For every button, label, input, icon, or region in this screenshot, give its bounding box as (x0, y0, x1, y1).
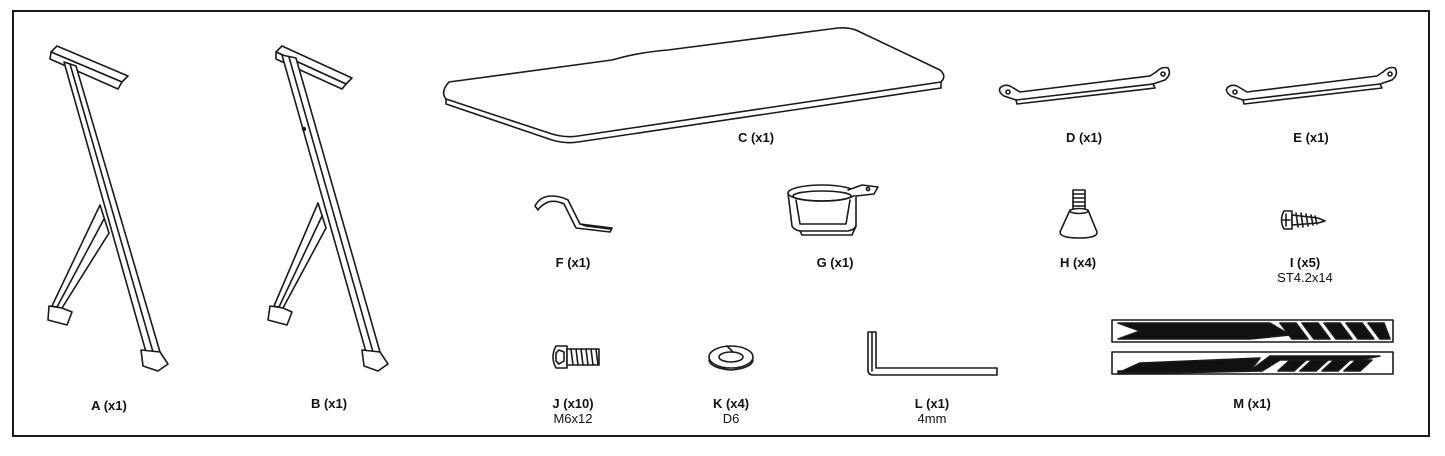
allen-key-icon (867, 331, 998, 376)
part-h-label: H (x4) (1059, 255, 1097, 270)
part-j-spec: M6x12 (553, 411, 593, 426)
part-k-spec: D6 (722, 411, 740, 426)
part-f-caption: F (x1) (556, 255, 591, 270)
part-l-label: L (x1) (914, 396, 950, 411)
part-a-label: A (x1) (91, 398, 127, 413)
part-m-caption: M (x1) (1233, 396, 1271, 411)
part-i-caption: I (x5) ST4.2x14 (1277, 255, 1333, 285)
part-d-label: D (x1) (1065, 130, 1103, 145)
headphone-hook-icon (534, 195, 613, 233)
wood-screw-icon (1280, 210, 1326, 230)
support-bar-icon (1225, 66, 1398, 105)
part-c-caption: C (x1) (738, 130, 774, 145)
part-l-caption: L (x1) 4mm (915, 396, 949, 426)
part-c-label: C (x1) (737, 130, 775, 145)
part-b-label: B (x1) (310, 396, 348, 411)
part-i-label: I (x5) (1289, 255, 1321, 270)
part-f-label: F (x1) (555, 255, 591, 270)
part-k-label: K (x4) (712, 396, 750, 411)
part-a-caption: A (x1) (91, 398, 127, 413)
leveling-foot-icon (1059, 189, 1098, 239)
spring-washer-icon (708, 345, 754, 371)
part-h-caption: H (x4) (1060, 255, 1096, 270)
part-i-spec: ST4.2x14 (1277, 270, 1333, 285)
part-l-spec: 4mm (917, 411, 947, 426)
desktop-board-icon (442, 27, 945, 144)
support-bar-icon (998, 66, 1171, 105)
part-g-caption: G (x1) (817, 255, 854, 270)
decal-stickers-icon (1111, 319, 1394, 375)
cup-holder-icon (787, 184, 879, 236)
part-b-caption: B (x1) (311, 396, 347, 411)
part-j-label: J (x10) (552, 396, 594, 411)
part-g-label: G (x1) (816, 255, 854, 270)
x-leg-left-icon (47, 45, 169, 372)
hex-bolt-icon (552, 345, 600, 369)
x-leg-right-icon (267, 45, 389, 372)
part-e-caption: E (x1) (1293, 130, 1328, 145)
part-j-caption: J (x10) M6x12 (552, 396, 593, 426)
part-d-caption: D (x1) (1066, 130, 1102, 145)
part-k-caption: K (x4) D6 (713, 396, 749, 426)
part-e-label: E (x1) (1293, 130, 1329, 145)
parts-list-frame (12, 10, 1430, 437)
part-m-label: M (x1) (1233, 396, 1271, 411)
